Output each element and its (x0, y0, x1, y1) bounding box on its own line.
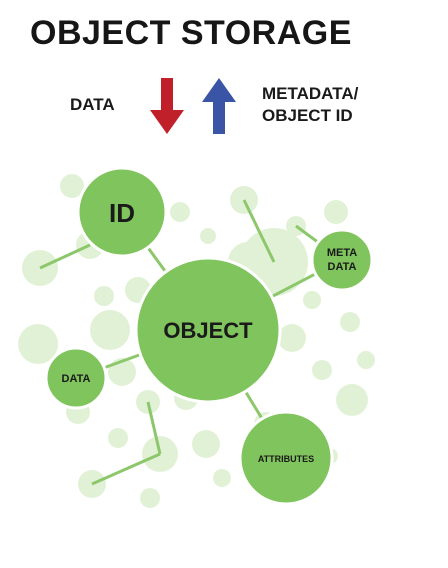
metadata-node-label-line2: DATA (328, 261, 357, 273)
metadata-flow-label-line2: OBJECT ID (262, 106, 353, 125)
id-node-label: ID (109, 198, 135, 228)
up-arrow-icon (202, 78, 236, 134)
down-arrow-icon (150, 78, 184, 134)
attributes-node-label: ATTRIBUTES (258, 454, 314, 464)
object-node (134, 256, 282, 404)
metadata-flow-label: METADATA/ OBJECT ID (262, 83, 358, 127)
id-node (76, 166, 168, 258)
metadata-flow-label-line1: METADATA/ (262, 84, 359, 103)
metadata-node (310, 228, 374, 292)
data-node-label: DATA (62, 373, 91, 385)
object-node-label: OBJECT (163, 318, 253, 343)
main-nodes (44, 166, 374, 506)
data-flow-label: DATA (70, 95, 115, 114)
flow-arrows (150, 78, 236, 134)
metadata-node-label-line1: META (327, 247, 357, 259)
diagram-title: OBJECT STORAGE (30, 14, 352, 52)
data-node (44, 346, 108, 410)
attributes-node (238, 410, 334, 506)
